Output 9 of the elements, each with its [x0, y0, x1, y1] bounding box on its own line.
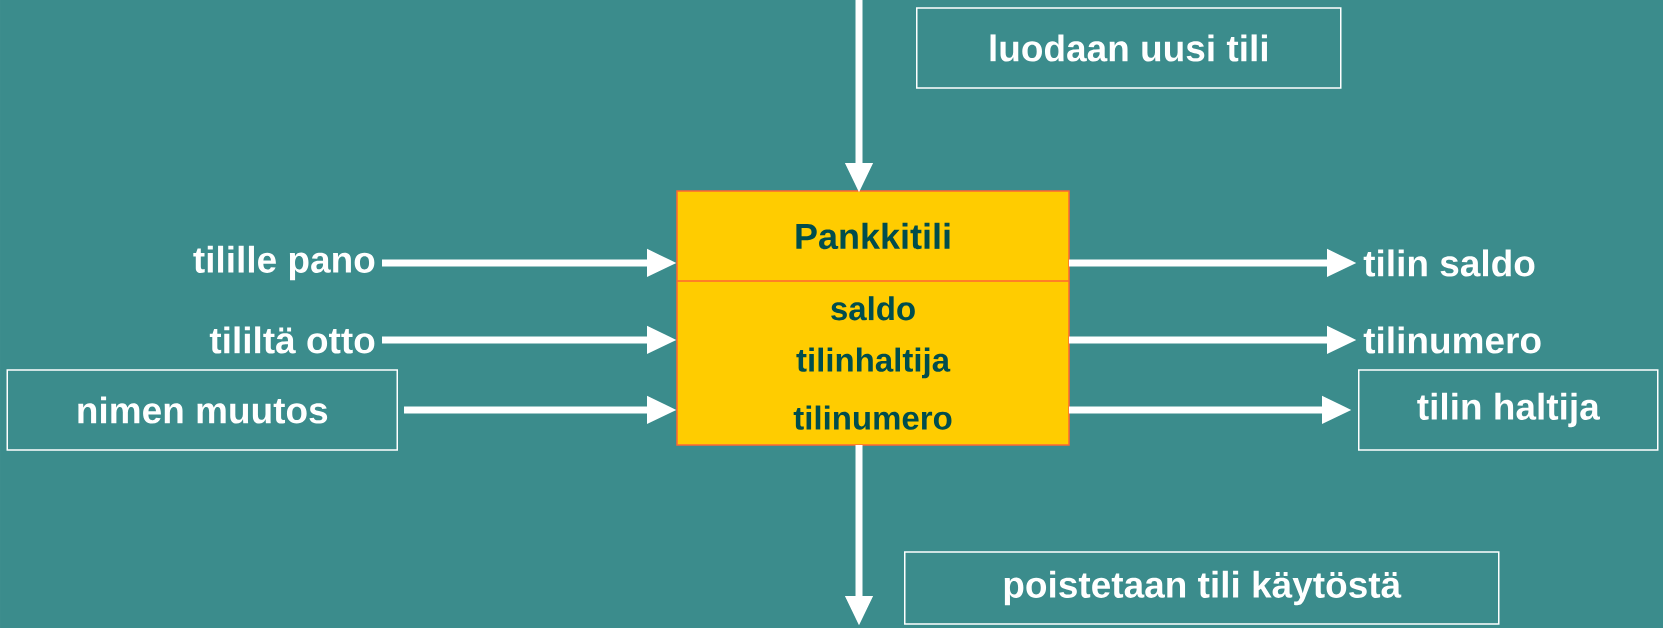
label: tililtä otto [209, 326, 375, 354]
class-box: Pankkitili saldo tilinhaltija tilinumero [676, 190, 1070, 446]
framed-label: nimen muutos [6, 369, 398, 451]
label: tilinumero [1363, 326, 1541, 354]
label: tilille pano [193, 245, 375, 281]
label: tilin saldo [1363, 249, 1535, 277]
framed-label: tilin haltija [1358, 369, 1659, 451]
framed-label: poistetaan tili käytöstä [904, 551, 1500, 625]
framed-label: luodaan uusi tili [916, 7, 1342, 89]
